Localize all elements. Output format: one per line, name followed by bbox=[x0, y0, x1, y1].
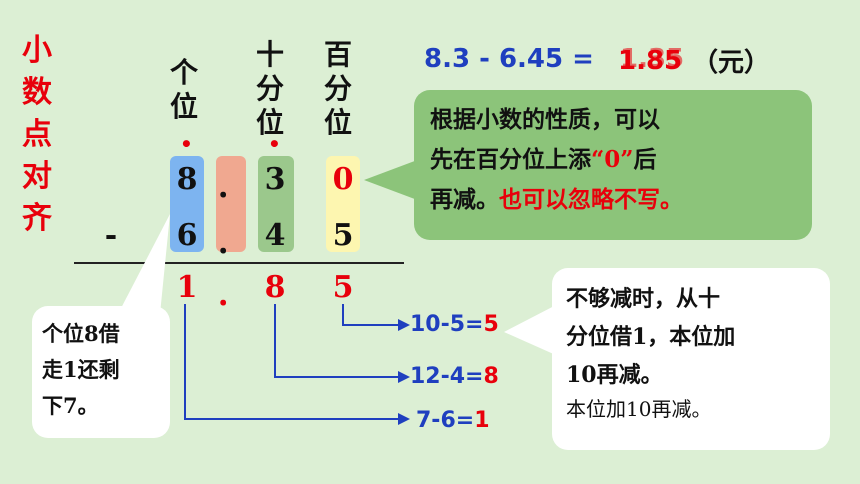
label-char: 位 bbox=[170, 90, 199, 123]
label-char: 位 bbox=[324, 106, 353, 139]
label-char: 分 bbox=[256, 72, 285, 105]
arrow-head-icon bbox=[398, 413, 410, 425]
connector-ones-h bbox=[184, 418, 402, 420]
label-char: 齐 bbox=[22, 201, 52, 236]
borrow-note-bubble: 个位8借 走1还剩 下7。 bbox=[32, 306, 170, 438]
minuend-hundredths: 0 bbox=[332, 162, 354, 197]
step-value: 8 bbox=[483, 364, 499, 389]
arrow-head-icon bbox=[398, 371, 410, 383]
ones-place-label: 个 位 bbox=[170, 56, 198, 124]
step-value: 1 bbox=[474, 408, 490, 433]
borrow-dot-ones: • bbox=[180, 132, 193, 156]
hundredths-place-label: 百 分 位 bbox=[324, 38, 352, 140]
step-expr: 12-4= bbox=[410, 364, 484, 389]
rule-line: 不够减时，从十 bbox=[566, 286, 721, 312]
hint-text: 后 bbox=[633, 146, 657, 173]
subtrahend-point: ． bbox=[216, 226, 246, 261]
label-char: 十 bbox=[256, 38, 285, 71]
label-char: 数 bbox=[22, 75, 52, 110]
ones-column-bar bbox=[170, 156, 204, 252]
hint-line: 先在百分位上添“0”后 bbox=[430, 140, 796, 180]
note-line: 个位8借 bbox=[42, 321, 120, 346]
subtrahend-ones: 6 bbox=[176, 218, 198, 253]
step-ones: 7-6=1 bbox=[416, 408, 490, 433]
left-bubble-tail bbox=[118, 214, 170, 314]
result-hundredths: 5 bbox=[332, 270, 354, 305]
subtrahend-tenths: 4 bbox=[264, 218, 286, 253]
minus-sign: - bbox=[104, 218, 118, 253]
step-expr: 10-5= bbox=[410, 312, 484, 337]
result-ones: 1 bbox=[176, 270, 198, 305]
rule-bubble: 不够减时，从十 分位借1，本位加 10再减。 本位加10再减。 bbox=[552, 268, 830, 450]
label-char: 分 bbox=[324, 72, 353, 105]
hint-highlight: “0” bbox=[591, 146, 634, 173]
note-line: 下7。 bbox=[42, 393, 99, 418]
connector-hundredths bbox=[342, 304, 344, 326]
label-char: 位 bbox=[256, 106, 285, 139]
right-bubble-tail bbox=[504, 304, 558, 356]
borrow-dot-tenths: • bbox=[268, 132, 281, 156]
connector-hundredths-h bbox=[342, 324, 402, 326]
label-char: 个 bbox=[170, 56, 199, 89]
equation: 8.3 - 6.45 = bbox=[424, 44, 594, 74]
connector-tenths-h bbox=[274, 376, 402, 378]
subtraction-line bbox=[74, 262, 404, 264]
result-point: ． bbox=[216, 278, 246, 313]
rule-line-ghost: 本位加10再减。 bbox=[566, 397, 712, 418]
rule-line: 10再减。 bbox=[566, 362, 663, 388]
equation-expression: 8.3 - 6.45 = bbox=[424, 44, 594, 74]
hint-line: 再减。也可以忽略不写。 bbox=[430, 180, 796, 220]
point-column-bar bbox=[216, 156, 246, 252]
subtrahend-hundredths: 5 bbox=[332, 218, 354, 253]
decimal-point-align-label: 小 数 点 对 齐 bbox=[22, 30, 52, 240]
hint-bubble: 根据小数的性质，可以 先在百分位上添“0”后 再减。也可以忽略不写。 bbox=[414, 90, 812, 240]
hint-line: 根据小数的性质，可以 bbox=[430, 106, 660, 133]
note-line: 走1还剩 bbox=[42, 357, 120, 382]
connector-tenths bbox=[274, 304, 276, 378]
minuend-point: ． bbox=[216, 170, 246, 205]
equation-unit: （元） bbox=[692, 48, 771, 78]
hint-highlight: 也可以忽略不写。 bbox=[499, 186, 683, 213]
label-char: 小 bbox=[22, 33, 52, 68]
minuend-tenths: 3 bbox=[264, 162, 286, 197]
hint-text: 再减。 bbox=[430, 186, 499, 213]
arrow-head-icon bbox=[398, 319, 410, 331]
equation-answer-back: 1.35 bbox=[620, 44, 685, 74]
label-char: 点 bbox=[22, 117, 52, 152]
minuend-ones: 8 bbox=[176, 162, 198, 197]
step-tenths: 12-4=8 bbox=[410, 364, 499, 389]
connector-ones bbox=[184, 304, 186, 420]
tenths-column-bar bbox=[258, 156, 294, 252]
hundredths-column-bar bbox=[326, 156, 360, 252]
equation-answer: 1.85 bbox=[618, 46, 683, 76]
tenths-place-label: 十 分 位 bbox=[256, 38, 284, 140]
rule-line: 分位借1，本位加 bbox=[566, 324, 736, 350]
label-char: 对 bbox=[22, 159, 52, 194]
hint-bubble-tail bbox=[364, 156, 428, 204]
result-tenths: 8 bbox=[264, 270, 286, 305]
step-expr: 7-6= bbox=[416, 408, 475, 433]
step-value: 5 bbox=[483, 312, 499, 337]
step-hundredths: 10-5=5 bbox=[410, 312, 499, 337]
label-char: 百 bbox=[324, 38, 353, 71]
hint-text: 先在百分位上添 bbox=[430, 146, 591, 173]
